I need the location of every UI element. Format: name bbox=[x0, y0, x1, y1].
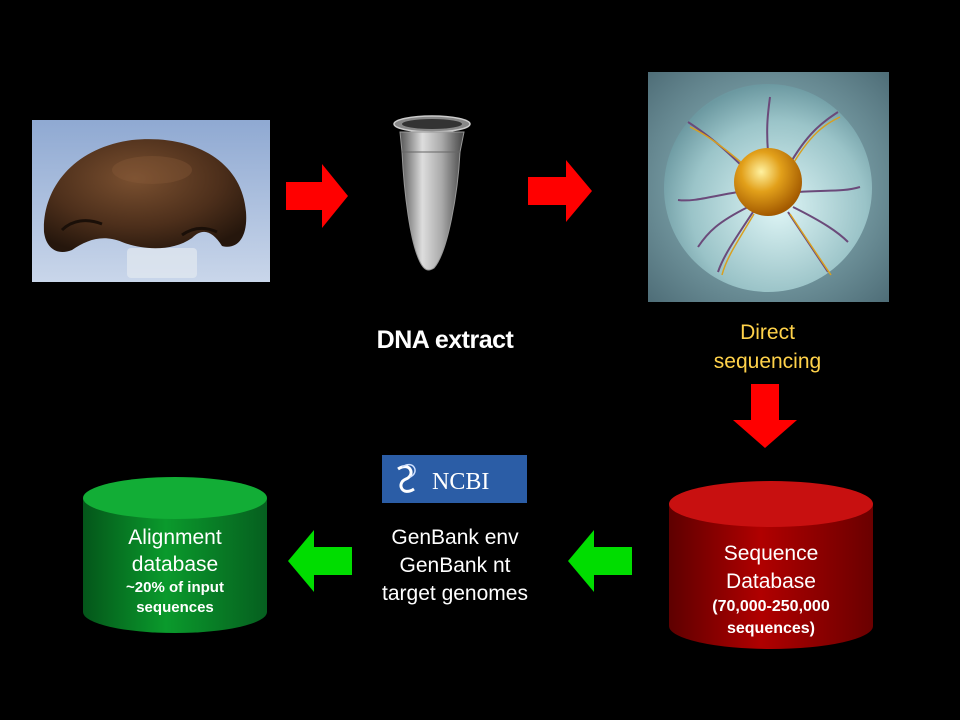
ncbi-logo: NCBI bbox=[382, 455, 527, 503]
dna-bead-illustration bbox=[648, 72, 889, 302]
arrow-left-icon bbox=[288, 530, 352, 592]
search-line2: GenBank nt bbox=[399, 554, 511, 577]
direct-sequencing-label: Direct sequencing bbox=[680, 318, 855, 376]
arrow-left-icon bbox=[568, 530, 632, 592]
alignment-db-line4: sequences bbox=[136, 599, 214, 616]
alignment-db-line2: database bbox=[131, 553, 219, 576]
arrow-right-icon bbox=[286, 164, 348, 228]
sequence-database-cylinder: Sequence Database (70,000-250,000 sequen… bbox=[668, 480, 874, 650]
sequence-db-line3: (70,000-250,000 bbox=[712, 598, 830, 615]
alignment-db-line3: ~20% of input bbox=[126, 579, 224, 596]
sequence-db-line1: Sequence bbox=[723, 542, 819, 565]
database-cylinder-icon bbox=[669, 481, 873, 649]
dna-extract-label: DNA extract bbox=[376, 326, 514, 354]
arrow-right-icon bbox=[528, 160, 592, 222]
search-line1: GenBank env bbox=[391, 526, 519, 549]
alignment-db-line1: Alignment bbox=[128, 526, 222, 549]
search-databases-text: GenBank env GenBank nt target genomes bbox=[350, 524, 560, 608]
arrow-down-icon bbox=[733, 384, 797, 448]
sequence-db-line4: sequences) bbox=[726, 620, 816, 637]
direct-sequencing-line2: sequencing bbox=[713, 350, 822, 373]
database-cylinder-icon bbox=[83, 477, 267, 633]
microcentrifuge-tube-icon bbox=[393, 115, 471, 271]
alignment-database-cylinder: Alignment database ~20% of input sequenc… bbox=[82, 476, 268, 634]
skull-photo bbox=[32, 120, 270, 282]
direct-sequencing-line1: Direct bbox=[740, 321, 795, 344]
sequence-db-line2: Database bbox=[726, 570, 816, 593]
search-line3: target genomes bbox=[382, 582, 528, 605]
ncbi-logo-text: NCBI bbox=[432, 469, 489, 495]
